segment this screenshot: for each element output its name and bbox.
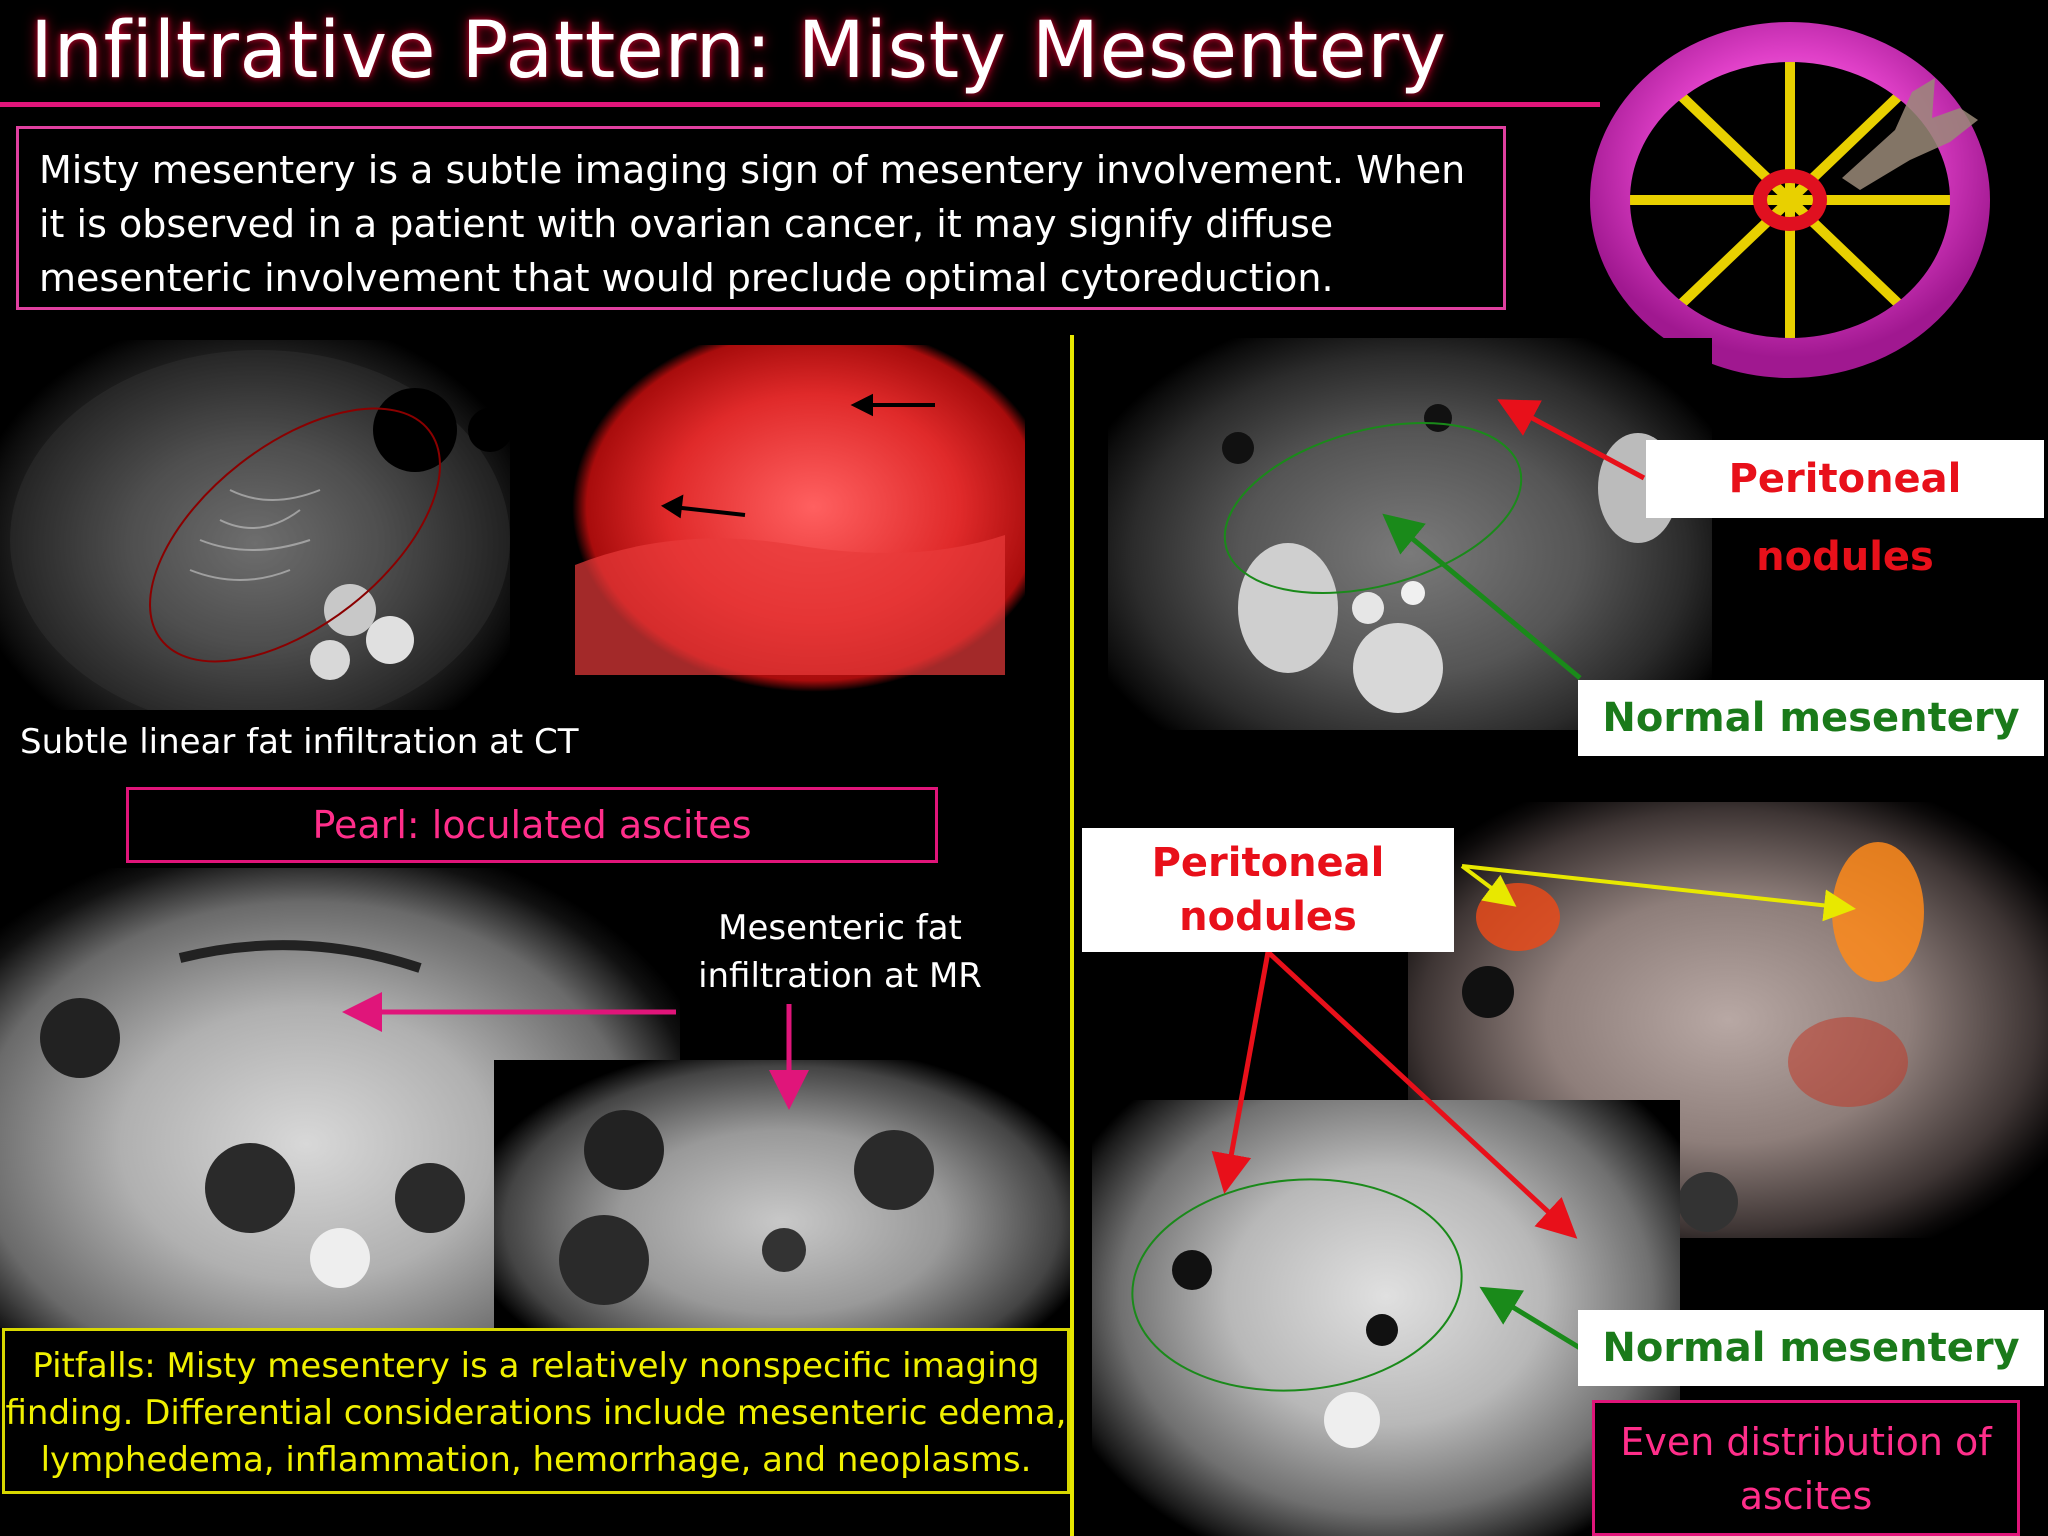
mr-caption: Mesenteric fat infiltration at MR (698, 908, 982, 996)
vertical-divider (1070, 335, 1074, 1536)
mr-fusion-image (1408, 802, 2048, 1238)
ascites-note-box: Even distribution of ascites (1592, 1400, 2020, 1536)
ascites-note-text: Even distribution of ascites (1620, 1420, 1992, 1518)
normal-mesentery-label-top: Normal mesentery (1578, 680, 2044, 756)
intro-text: Misty mesentery is a subtle imaging sign… (39, 148, 1466, 300)
peritoneal-nodules-label-top: Peritoneal nodules (1646, 440, 2044, 580)
pearl-box: Pearl: loculated ascites (126, 787, 938, 863)
ct-caption: Subtle linear fat infiltration at CT (20, 722, 579, 762)
pitfalls-box: Pitfalls: Misty mesentery is a relativel… (2, 1328, 1070, 1494)
pitfalls-text: Pitfalls: Misty mesentery is a relativel… (5, 1346, 1067, 1480)
peritoneal-nodules-label-middle: Peritoneal nodules (1082, 828, 1454, 952)
slide-title: Infiltrative Pattern: Misty Mesentery (30, 6, 1447, 96)
pearl-text: Pearl: loculated ascites (312, 803, 752, 847)
title-underline (0, 102, 1600, 107)
normal-mesentery-label-bottom: Normal mesentery (1578, 1310, 2044, 1386)
laparoscopy-image (555, 345, 1025, 705)
ct-scan-image (0, 340, 510, 710)
wheel-logo-icon (1590, 22, 1990, 378)
intro-text-box: Misty mesentery is a subtle imaging sign… (16, 126, 1506, 310)
